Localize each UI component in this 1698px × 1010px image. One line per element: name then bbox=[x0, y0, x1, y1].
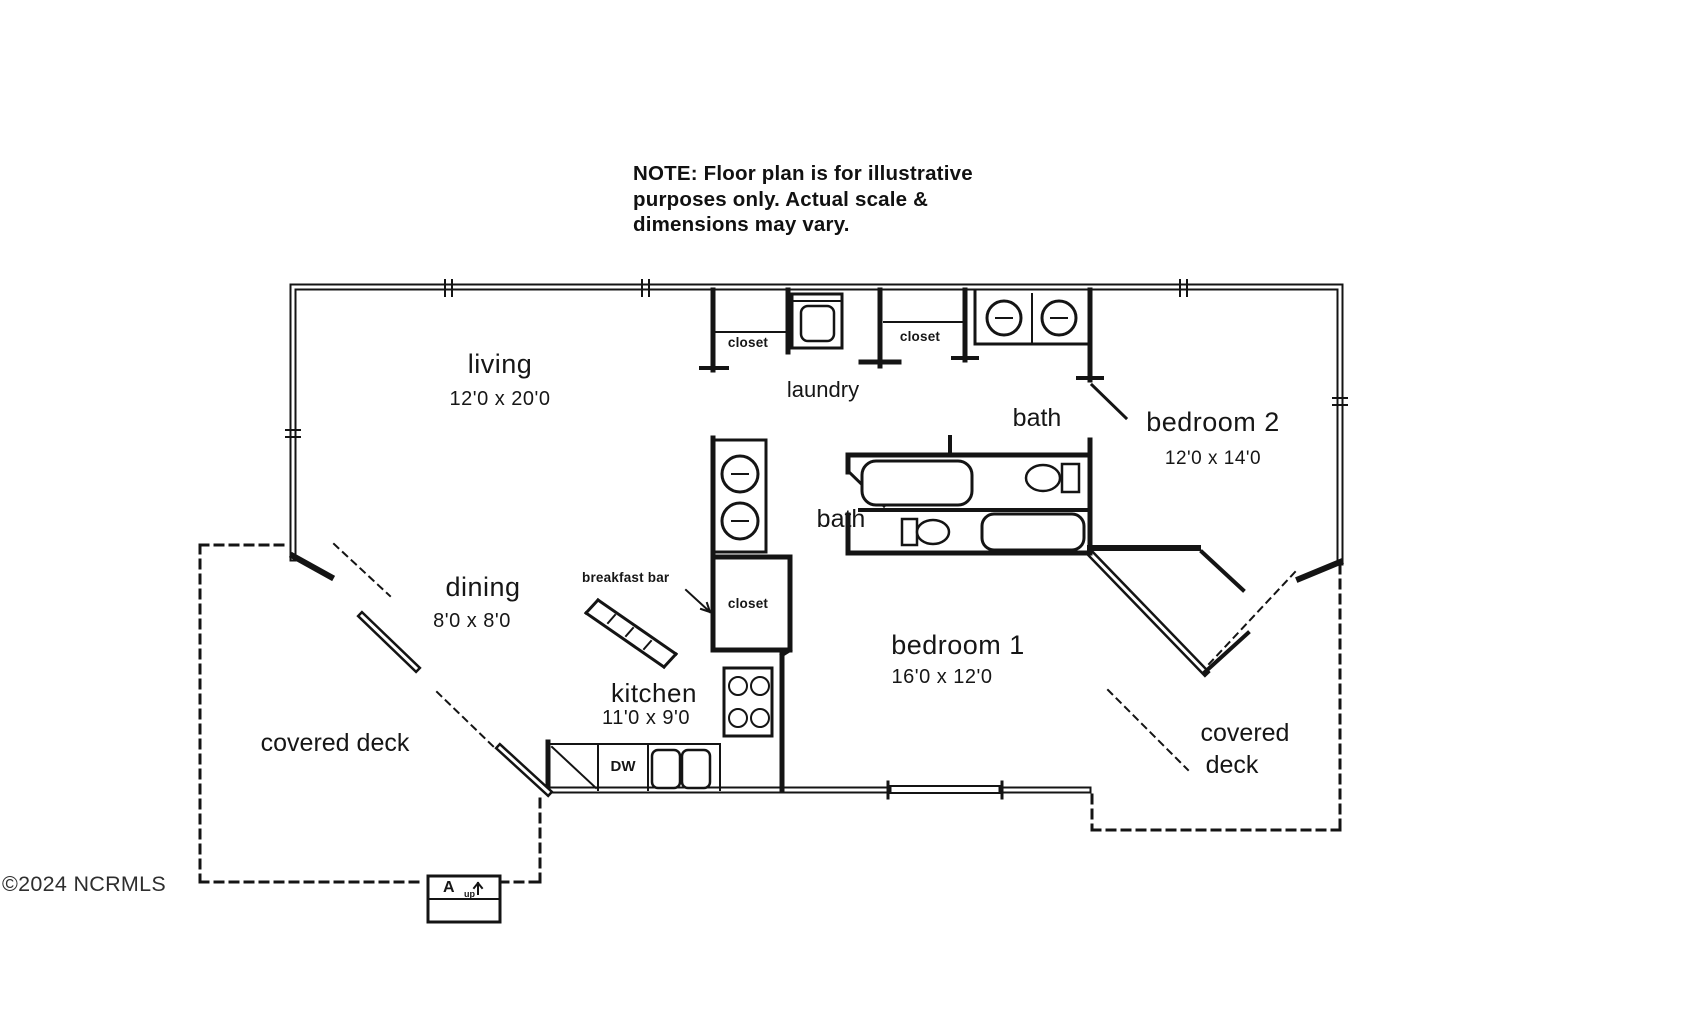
closet-top-right-label: closet bbox=[899, 329, 941, 344]
sliding-door bbox=[886, 780, 1004, 800]
window-ticks bbox=[285, 279, 1348, 438]
dining-room-label: dining bbox=[445, 572, 521, 602]
bedroom1-label: bedroom 1 bbox=[891, 630, 1025, 660]
dining-room-dims: 8'0 x 8'0 bbox=[433, 610, 511, 632]
toilet-icon bbox=[900, 462, 1081, 547]
bathtub-icon bbox=[860, 459, 1086, 552]
deck-outline-right bbox=[1090, 563, 1342, 832]
exterior-walls bbox=[288, 283, 1344, 798]
closet-top-left-label: closet bbox=[727, 335, 769, 350]
covered-deck-right-label-line2: deck bbox=[1205, 751, 1259, 779]
kitchen-dims: 11'0 x 9'0 bbox=[602, 707, 690, 729]
hall-closet-walls bbox=[710, 554, 793, 653]
covered-deck-right-label-line1: covered bbox=[1200, 719, 1290, 747]
dishwasher-label: DW bbox=[610, 758, 636, 775]
stair-marker-up: up bbox=[464, 889, 475, 899]
bath-lower-label: bath bbox=[816, 505, 866, 533]
breakfast-bar-label: breakfast bar bbox=[582, 570, 670, 585]
top-strip-walls bbox=[699, 287, 1104, 556]
note-line-3: dimensions may vary. bbox=[633, 213, 850, 236]
living-room-label: living bbox=[467, 349, 533, 379]
door-swing-dashes bbox=[332, 542, 1297, 772]
hall-vanity-icon bbox=[710, 435, 768, 653]
stair-marker-box bbox=[426, 874, 502, 924]
kitchen-label: kitchen bbox=[611, 678, 697, 708]
mls-copyright: ©2024 NCRMLS bbox=[2, 872, 167, 896]
stove-icon bbox=[722, 666, 774, 738]
kitchen-walls bbox=[779, 647, 793, 793]
vanity-sinks-icon bbox=[973, 288, 1088, 346]
note-line-1: NOTE: Floor plan is for illustrative bbox=[633, 162, 973, 185]
kitchen-counter bbox=[547, 743, 721, 791]
washer-icon bbox=[790, 292, 844, 350]
kitchen-sink-icon bbox=[650, 748, 712, 790]
stair-marker-letter: A bbox=[443, 879, 455, 896]
bath-upper-label: bath bbox=[1012, 404, 1062, 432]
closet-hall-label: closet bbox=[727, 596, 769, 611]
laundry-label: laundry bbox=[786, 377, 860, 402]
bedroom2-dims: 12'0 x 14'0 bbox=[1164, 448, 1262, 469]
bedroom1-dims: 16'0 x 12'0 bbox=[891, 666, 993, 688]
breakfast-bar-counter bbox=[583, 588, 712, 670]
deck-outline-left bbox=[198, 543, 542, 884]
covered-deck-left-label: covered deck bbox=[260, 729, 410, 757]
living-room-dims: 12'0 x 20'0 bbox=[449, 388, 551, 410]
bedroom2-label: bedroom 2 bbox=[1146, 407, 1280, 437]
disclaimer-note: NOTE: Floor plan is for illustrative pur… bbox=[633, 161, 973, 238]
bath-walls bbox=[845, 435, 1093, 556]
note-line-2: purposes only. Actual scale & bbox=[633, 187, 929, 211]
